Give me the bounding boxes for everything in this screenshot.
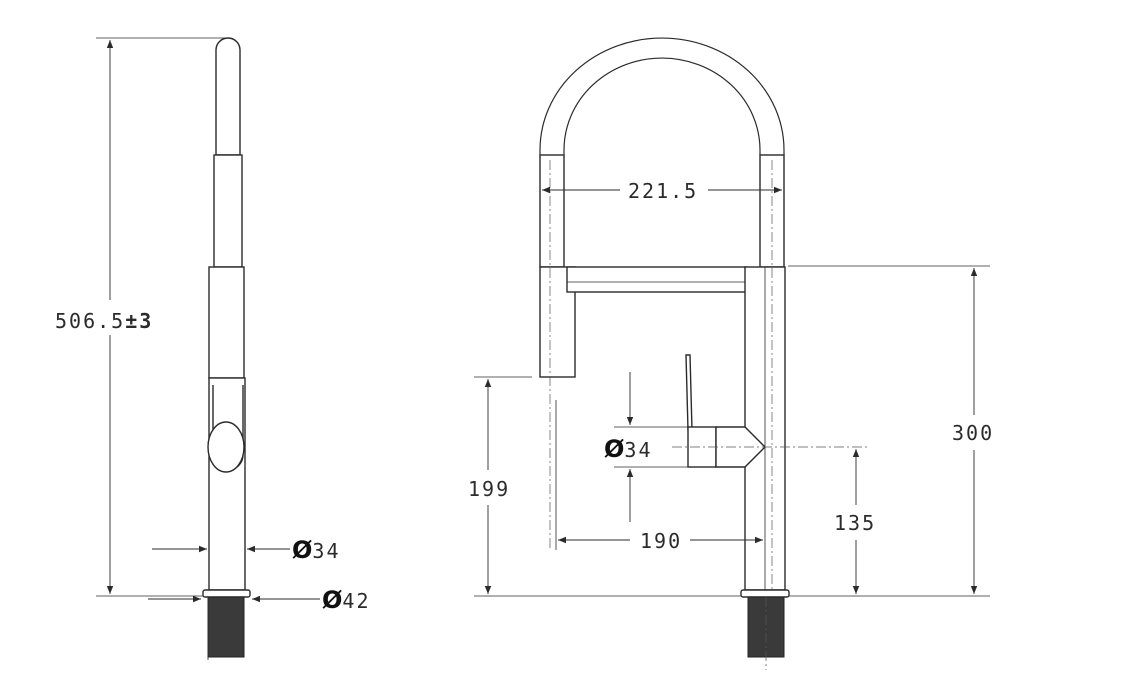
front-reach-label: 190 [640,529,682,553]
front-width-label: 221.5 [628,179,698,203]
front-lever-arm [685,354,693,431]
front-base-ring [740,589,790,598]
front-lever-height-label: 135 [834,511,876,535]
front-arch-outer [539,37,785,155]
side-spray-head [208,266,245,379]
side-hose [207,596,245,658]
side-dia-small-symbol: Ø [292,536,312,564]
side-lever-knob [207,421,245,473]
front-lever-dia-label: Ø34 [604,435,653,463]
front-spout-height-label: 199 [468,477,510,501]
side-view: 506.5±3 Ø34 Ø42 [55,37,371,660]
front-view: 221.5 300 199 190 135 Ø34 [468,37,994,670]
front-height-label: 300 [952,421,994,445]
side-dia-large-label: Ø42 [322,586,371,614]
side-base-ring [202,589,251,598]
side-dia-large-symbol: Ø [322,586,342,614]
side-spout-tube [215,37,241,156]
front-left-tube [539,154,565,268]
side-dia-large-value: 42 [342,589,370,613]
front-lever-dia-value: 34 [624,438,652,462]
side-height-label: 506.5±3 [55,309,153,333]
front-lever-dia-symbol: Ø [604,435,624,463]
side-dia-small-label: Ø34 [292,536,341,564]
side-height-tol: ±3 [125,309,153,333]
front-holder-bracket [566,266,748,293]
front-arch-inner [563,57,761,155]
side-height-value: 506.5 [55,309,125,333]
side-dia-small-value: 34 [312,539,340,563]
side-tube-middle [213,154,243,268]
